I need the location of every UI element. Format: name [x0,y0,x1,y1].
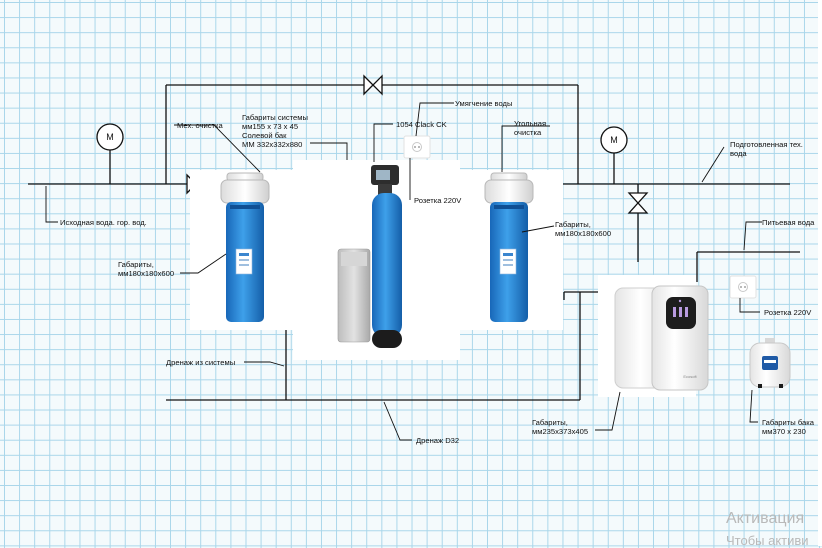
label-ro-dims: Габариты, мм235х373х405 [532,418,588,436]
label-dims-left-2: мм180х180х600 [118,269,175,278]
activation-watermark-title: Активация [726,510,805,527]
label-source-water: Исходная вода. гор. вод. [60,218,147,227]
pressure-gauge-left: М [96,123,124,151]
label-tank-dims-1: Габариты бака [762,418,814,427]
label-drinking-water: Питьевая вода [762,218,815,227]
label-tank-dims: Габариты бака мм370 х 230 [762,418,814,436]
label-socket-2: Розетка 220V [764,308,812,317]
reverse-osmosis-unit[interactable]: Ecosoft [614,285,709,391]
bypass-valve[interactable] [363,74,383,96]
label-carbon-filter: Угольная очистка [514,119,546,137]
label-carbon-filter-2: очистка [514,128,542,137]
label-prepared-water: Подготовленная тех. вода [730,140,803,158]
label-system-dims-2: мм155 х 73 х 45 [242,122,299,131]
label-dims-right: Габариты, мм180х180х600 [555,220,611,238]
socket-softener [403,135,431,159]
label-socket-1: Розетка 220V [414,196,462,205]
socket-ro [729,275,757,299]
label-prepared-water-2: вода [730,149,747,158]
label-valve-model: 1054 Clack CK [396,120,447,129]
label-system-dims-1: Габариты системы [242,113,308,122]
water-softener[interactable] [337,165,402,348]
label-system-dims-3: Солевой бак [242,131,287,140]
label-system-dims: Габариты системы мм155 х 73 х 45 Солевой… [242,113,308,149]
ro-feed-valve[interactable] [627,192,649,214]
gauge-left-letter: М [106,132,114,142]
pressure-gauge-right: М [600,126,628,154]
label-water-softening: Умягчение воды [455,99,513,108]
label-system-dims-4: ММ 332х332х880 [242,140,303,149]
label-mech-filter: Мех. очистка [177,121,223,130]
right-edge-strip [818,0,822,546]
label-carbon-filter-1: Угольная [514,119,547,128]
ro-brand: Ecosoft [683,374,697,379]
label-system-drain: Дренаж из системы [166,358,236,367]
label-prepared-water-1: Подготовленная тех. [730,140,803,149]
label-tank-dims-2: мм370 х 230 [762,427,806,436]
label-ro-dims-1: Габариты, [532,418,568,427]
label-dims-left-1: Габариты, [118,260,154,269]
carbon-filter-housing[interactable] [484,172,534,322]
leader-lines [45,102,762,441]
gauge-right-letter: М [610,135,618,145]
storage-tank[interactable] [749,338,791,388]
label-dims-left: Габариты, мм180х180х600 [118,260,174,278]
activation-watermark-subtitle: Чтобы активи [726,533,809,548]
mechanical-filter-housing[interactable] [220,172,270,322]
label-dims-right-1: Габариты, [555,220,591,229]
label-ro-dims-2: мм235х373х405 [532,427,589,436]
label-dims-right-2: мм180х180х600 [555,229,612,238]
label-drain: Дренаж D32 [416,436,460,445]
